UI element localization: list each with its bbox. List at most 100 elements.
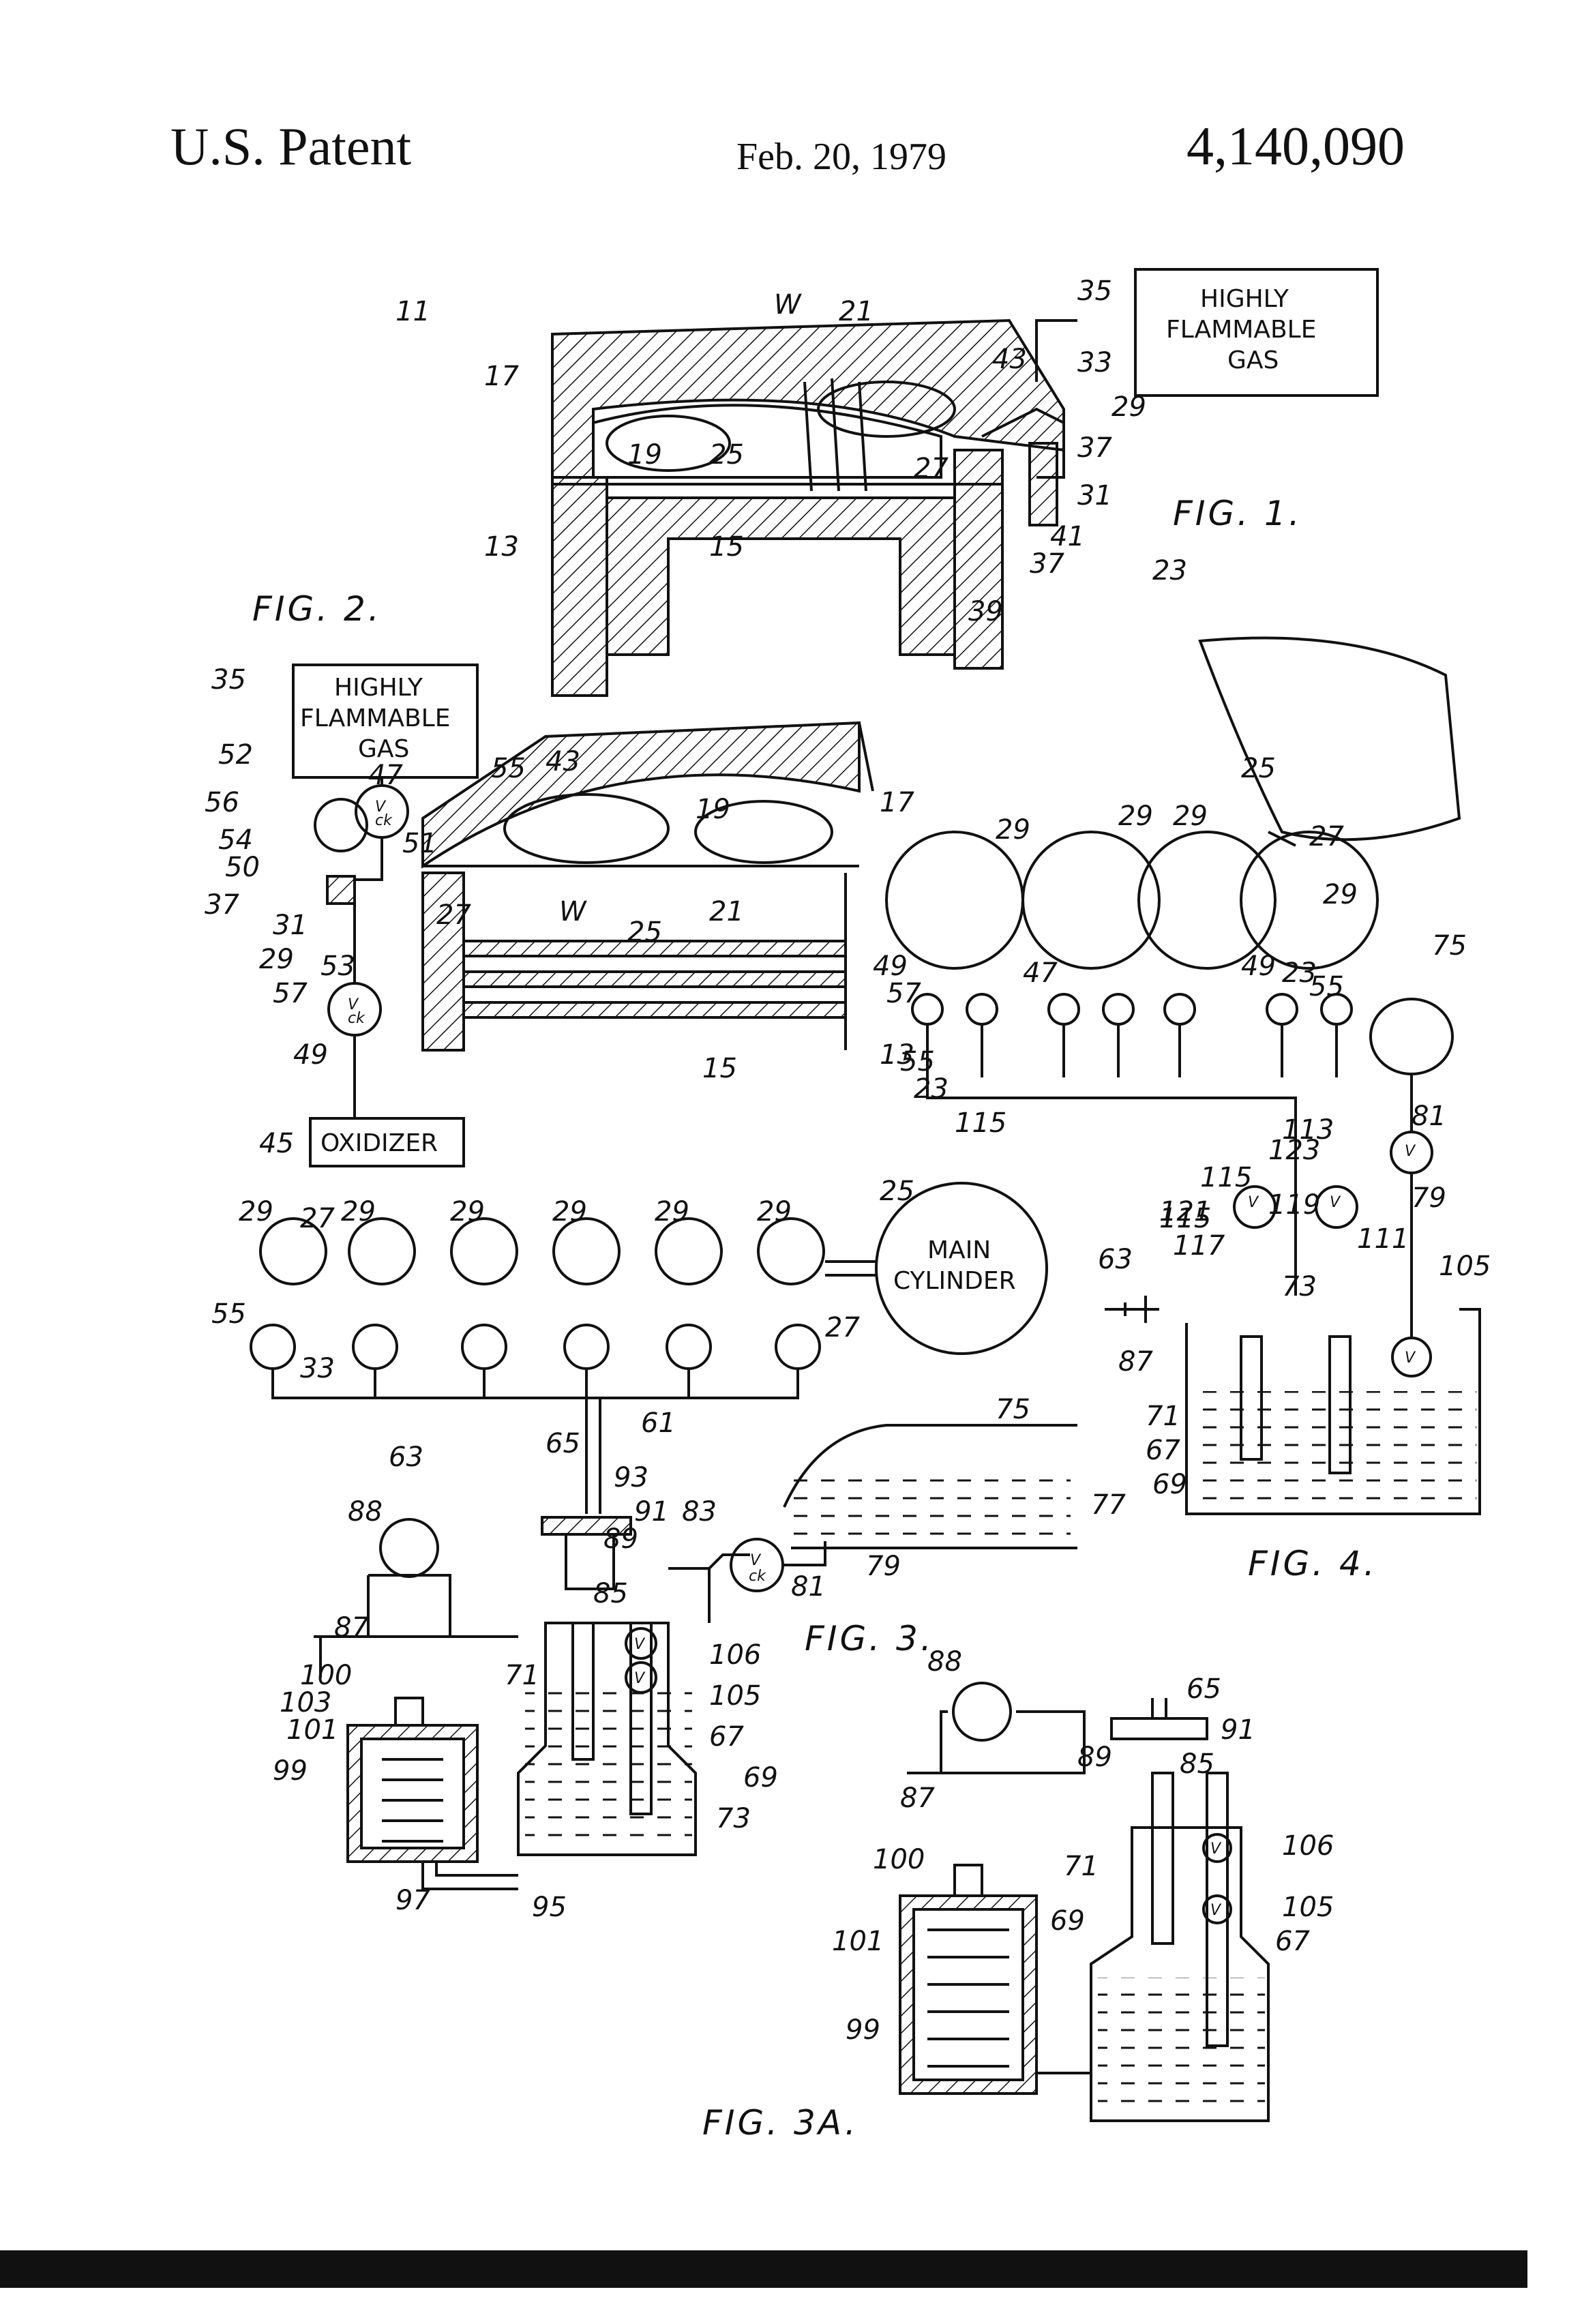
ref-29d-fig3: 29 — [552, 1196, 587, 1227]
ref-69-fig4: 69 — [1152, 1469, 1187, 1500]
ref-29b-fig4: 29 — [1118, 801, 1153, 832]
ref-75-fig4: 75 — [1432, 930, 1467, 962]
ref-115-fig4: 115 — [955, 1107, 1006, 1139]
ref-23-fig1: 23 — [1152, 555, 1187, 586]
ref-w-fig1: W — [774, 289, 802, 321]
ref-57-fig4: 57 — [886, 978, 921, 1009]
ref-87-fig4: 87 — [1118, 1346, 1153, 1377]
ref-56: 56 — [205, 787, 239, 818]
ref-51: 51 — [402, 828, 437, 859]
ref-75-fig3: 75 — [996, 1394, 1030, 1425]
ref-67-fig4: 67 — [1146, 1435, 1180, 1466]
ref-35-fig1: 35 — [1077, 275, 1112, 307]
fig4-valve-v: V — [1248, 1194, 1259, 1211]
fig1-gas-box-line1: HIGHLY — [1200, 285, 1289, 313]
ref-88: 88 — [348, 1496, 383, 1528]
ref-85-fig3a: 85 — [1180, 1748, 1214, 1780]
fig4-valve-v-3: V — [1405, 1143, 1416, 1160]
ref-17-fig2: 17 — [880, 787, 914, 818]
ref-50: 50 — [225, 852, 260, 883]
ref-15: 15 — [709, 531, 744, 563]
ref-25-fig3: 25 — [880, 1176, 914, 1207]
ref-87-fig3: 87 — [334, 1612, 369, 1643]
ref-25-fig2: 25 — [627, 917, 662, 948]
ref-27-fig3: 27 — [300, 1203, 335, 1234]
ref-w-fig2: W — [559, 896, 587, 927]
ref-65-fig3a: 65 — [1186, 1673, 1221, 1705]
ref-106: 106 — [709, 1639, 761, 1671]
fig2-valve-ck: ck — [375, 812, 393, 829]
ref-29e-fig3: 29 — [655, 1196, 689, 1227]
ref-57-fig2: 57 — [273, 978, 308, 1009]
fig1-title: FIG. 1. — [1173, 494, 1302, 533]
ref-81-fig4: 81 — [1412, 1101, 1446, 1132]
ref-71-fig3: 71 — [505, 1660, 539, 1691]
ref-53: 53 — [320, 951, 355, 982]
ref-29-fig1: 29 — [1111, 391, 1146, 423]
ref-81-fig3: 81 — [791, 1571, 826, 1603]
fig2-oxidizer-box: OXIDIZER — [320, 1129, 438, 1157]
fig2-title: FIG. 2. — [252, 589, 382, 629]
ref-47-fig2: 47 — [368, 760, 403, 791]
ref-67-fig3: 67 — [709, 1721, 744, 1753]
ref-63-fig3: 63 — [389, 1442, 423, 1473]
fig4-title: FIG. 4. — [1248, 1544, 1377, 1583]
ref-100-fig3a: 100 — [873, 1844, 925, 1875]
ref-33-fig1: 33 — [1077, 347, 1112, 378]
fig3-title: FIG. 3. — [805, 1619, 934, 1658]
ref-37-fig2: 37 — [205, 889, 239, 921]
ref-29b-fig3: 29 — [341, 1196, 376, 1227]
fig2-gas-box-line2: FLAMMABLE — [300, 704, 450, 732]
fig1-gas-box-line3: GAS — [1227, 346, 1279, 374]
ref-73-fig3: 73 — [716, 1803, 751, 1834]
ref-49-fig2: 49 — [293, 1039, 328, 1071]
ref-29-fig4: 29 — [996, 814, 1030, 846]
ref-93: 93 — [614, 1462, 648, 1493]
ref-119: 119 — [1268, 1189, 1320, 1221]
ref-88-fig3a: 88 — [927, 1646, 962, 1678]
ref-25: 25 — [709, 439, 744, 471]
ref-43-fig2: 43 — [546, 746, 580, 777]
fig3a-valve-v-105: V — [1210, 1902, 1222, 1919]
ref-31-fig2: 31 — [273, 910, 308, 941]
ref-52: 52 — [218, 739, 253, 771]
ref-33-fig3: 33 — [300, 1353, 335, 1384]
fig3-valve-v: V — [750, 1552, 762, 1569]
ref-77: 77 — [1091, 1489, 1126, 1521]
fig3-valve-v-106: V — [634, 1636, 646, 1653]
fig3a-valve-v-106: V — [1210, 1841, 1222, 1858]
fig3-valve-ck: ck — [749, 1568, 766, 1585]
ref-69-fig3a: 69 — [1050, 1905, 1085, 1937]
ref-89: 89 — [603, 1523, 638, 1555]
fig3a-title: FIG. 3A. — [702, 2103, 859, 2143]
ref-13: 13 — [484, 531, 519, 563]
ref-43: 43 — [992, 344, 1027, 375]
fig4-valve-v-2: V — [1330, 1194, 1341, 1211]
ref-45: 45 — [259, 1128, 294, 1159]
ref-29-fig3: 29 — [239, 1196, 273, 1227]
ref-23b-fig4: 23 — [914, 1073, 949, 1105]
ref-71-fig3a: 71 — [1064, 1851, 1099, 1882]
ref-39: 39 — [968, 596, 1003, 627]
ref-106-fig3a: 106 — [1282, 1830, 1334, 1862]
ref-61: 61 — [641, 1407, 676, 1439]
ref-69-fig3: 69 — [743, 1762, 778, 1793]
ref-105-fig3a: 105 — [1282, 1892, 1334, 1923]
fig4-valve-v-4: V — [1405, 1350, 1416, 1367]
ref-29d-fig4: 29 — [1323, 879, 1358, 910]
ref-35-fig2: 35 — [211, 664, 246, 696]
ref-123: 123 — [1268, 1135, 1320, 1166]
ref-111: 111 — [1357, 1223, 1409, 1255]
ref-99-fig3a: 99 — [846, 2014, 880, 2046]
ref-47-fig4: 47 — [1023, 957, 1058, 989]
fig2-valve-ck-2: ck — [348, 1010, 365, 1027]
ref-89-fig3a: 89 — [1077, 1742, 1112, 1773]
ref-31-fig1: 31 — [1077, 480, 1112, 511]
ref-55-fig2: 55 — [491, 753, 526, 784]
ref-27b-fig3: 27 — [825, 1312, 860, 1343]
ref-117: 117 — [1173, 1230, 1225, 1262]
ref-101-fig3a: 101 — [832, 1926, 884, 1957]
fig2-gas-box-line3: GAS — [358, 735, 409, 763]
ref-25-fig4: 25 — [1241, 753, 1276, 784]
ref-21-fig2: 21 — [709, 896, 744, 927]
